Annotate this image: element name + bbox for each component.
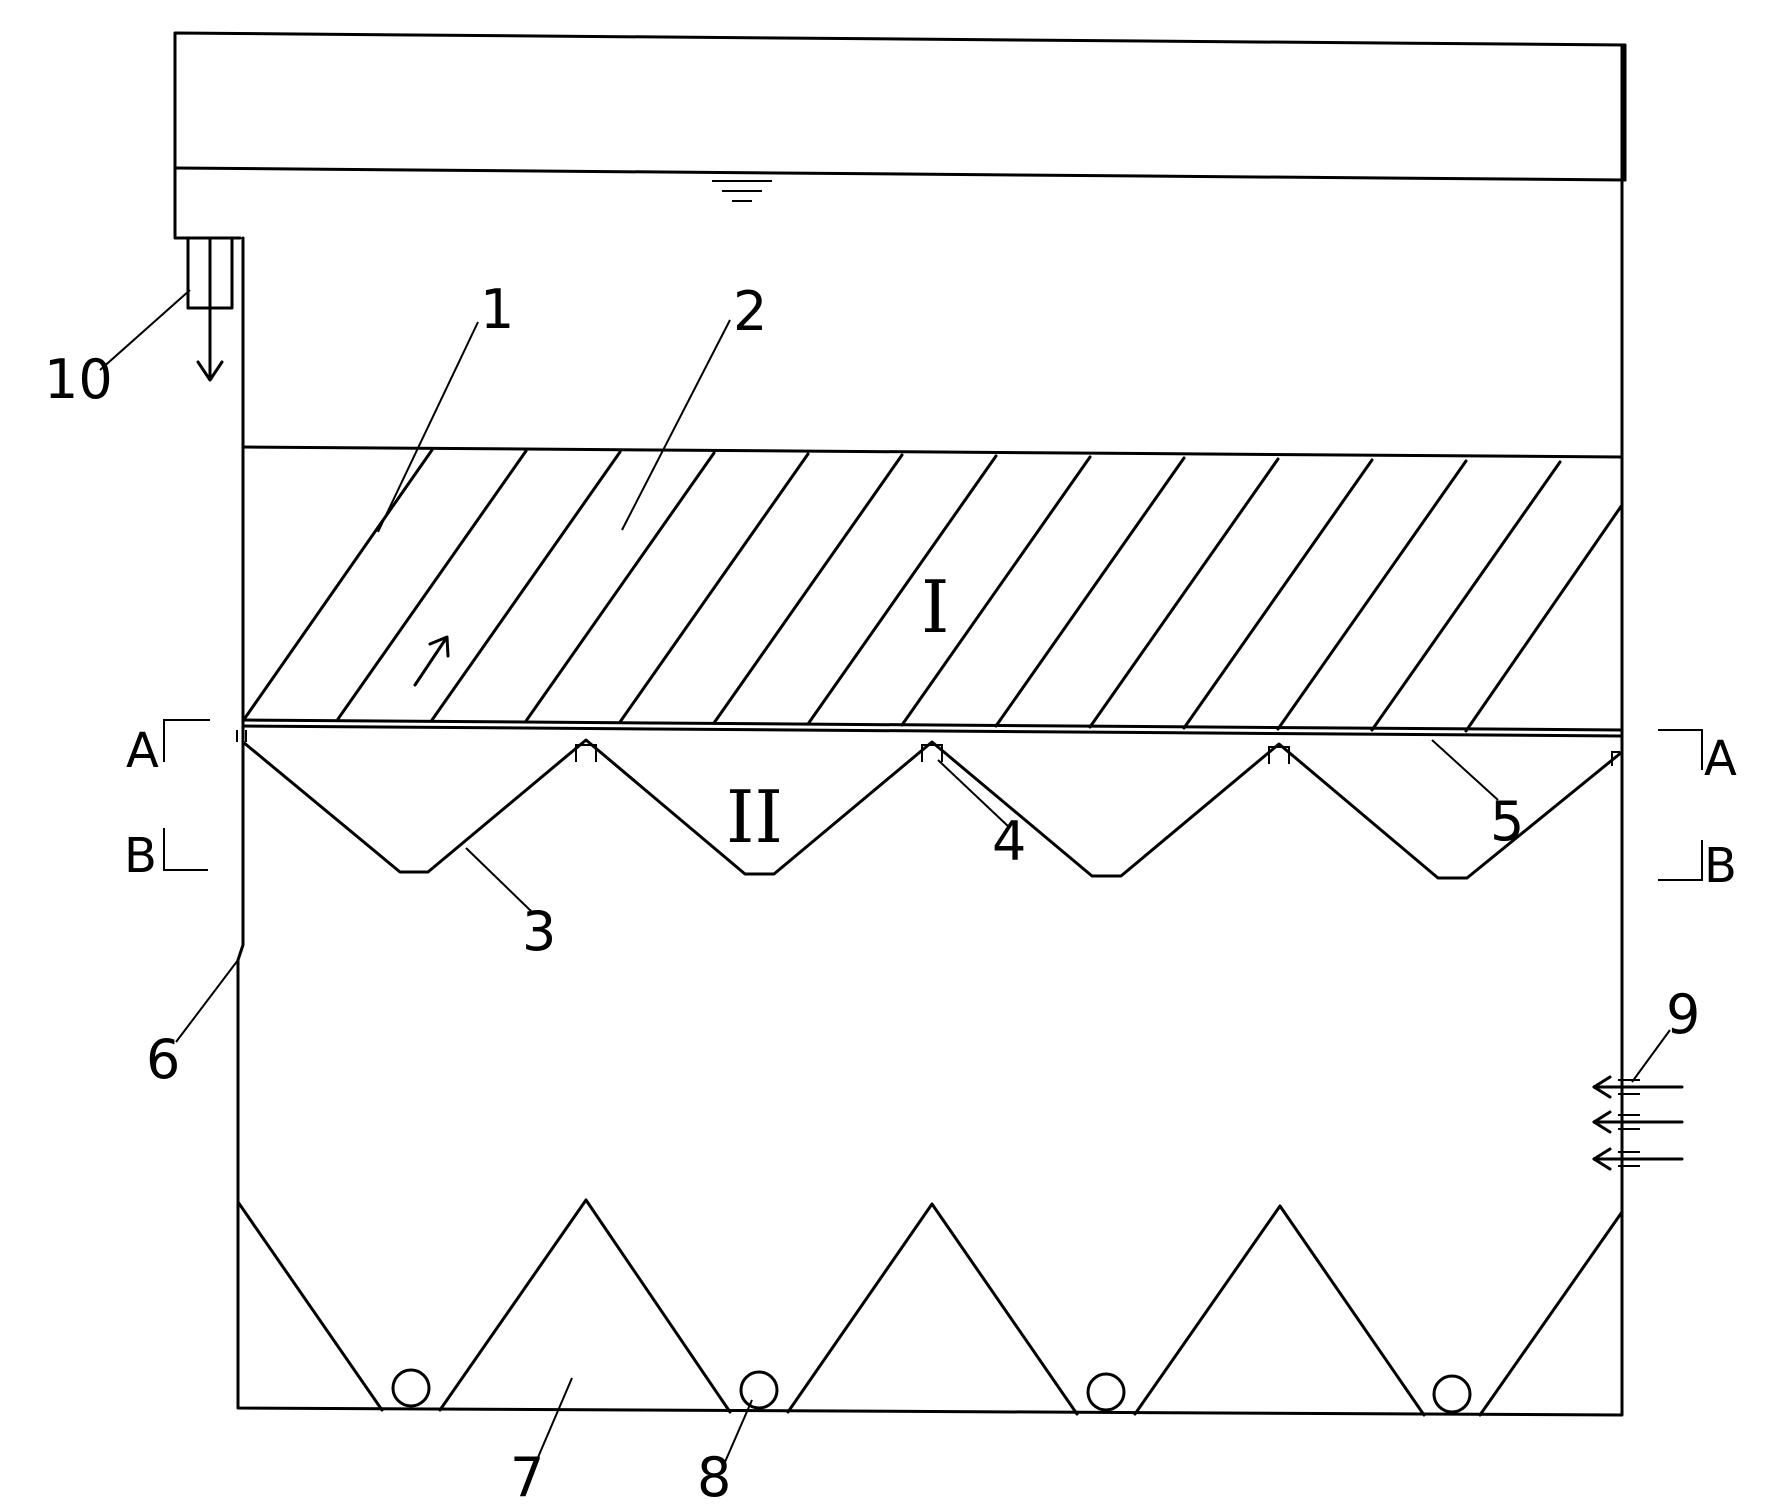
- leader-8: [724, 1399, 753, 1463]
- label-2: 2: [733, 280, 767, 343]
- label-4: 4: [992, 810, 1026, 873]
- water-surface-line: [173, 166, 1627, 182]
- leader-2: [621, 319, 731, 531]
- section-markers: [163, 719, 1703, 881]
- leader-6: [175, 959, 239, 1043]
- leader-3: [465, 847, 533, 913]
- sludge-pipe: [739, 1370, 779, 1410]
- leader-5: [1431, 739, 1499, 801]
- leader-lines: [99, 289, 1671, 1463]
- label-3: 3: [522, 900, 556, 963]
- inlet-pipes: [1592, 1075, 1684, 1171]
- inclined-plate-pack: [241, 445, 1624, 738]
- label-5: 5: [1490, 790, 1524, 853]
- section-b-left: B: [124, 828, 157, 884]
- section-labels: A B A B: [124, 723, 1737, 894]
- leader-4: [937, 759, 1011, 829]
- zone-labels: I II: [726, 565, 949, 859]
- zone-label-2: II: [726, 775, 783, 859]
- section-a-right: A: [1704, 731, 1737, 787]
- upflow-arrow: [413, 635, 450, 687]
- inlet-pipe: [1592, 1147, 1684, 1171]
- label-8: 8: [697, 1446, 731, 1506]
- section-b-right: B: [1704, 838, 1737, 894]
- inlet-pipe: [1592, 1110, 1684, 1134]
- inclined-plates: [243, 448, 1624, 733]
- top-trough: [173, 31, 1627, 240]
- label-7: 7: [510, 1446, 544, 1506]
- outlet-pipe: [186, 236, 234, 382]
- inlet-pipe: [1592, 1075, 1684, 1099]
- sludge-pipe: [1432, 1374, 1472, 1414]
- leader-10: [99, 289, 191, 371]
- sludge-pipes: [391, 1368, 1472, 1414]
- water-level-symbol: [712, 180, 772, 202]
- sludge-pipe: [1086, 1372, 1126, 1412]
- leader-1: [377, 321, 479, 533]
- label-9: 9: [1666, 983, 1700, 1046]
- hood-hinges: [236, 730, 1620, 766]
- part-labels: 1 2 3 4 5 6 7 8 9 10: [44, 278, 1700, 1506]
- label-10: 10: [44, 348, 113, 411]
- sludge-hoppers: [236, 1198, 1624, 1417]
- leader-9: [1631, 1029, 1671, 1083]
- label-6: 6: [146, 1028, 180, 1091]
- collector-hoods: [241, 738, 1624, 880]
- tank-walls: [236, 43, 1624, 1417]
- section-a-left: A: [126, 723, 159, 779]
- zone-label-1: I: [921, 565, 949, 649]
- label-1: 1: [480, 278, 514, 341]
- leader-7: [535, 1377, 573, 1463]
- sludge-pipe: [391, 1368, 431, 1408]
